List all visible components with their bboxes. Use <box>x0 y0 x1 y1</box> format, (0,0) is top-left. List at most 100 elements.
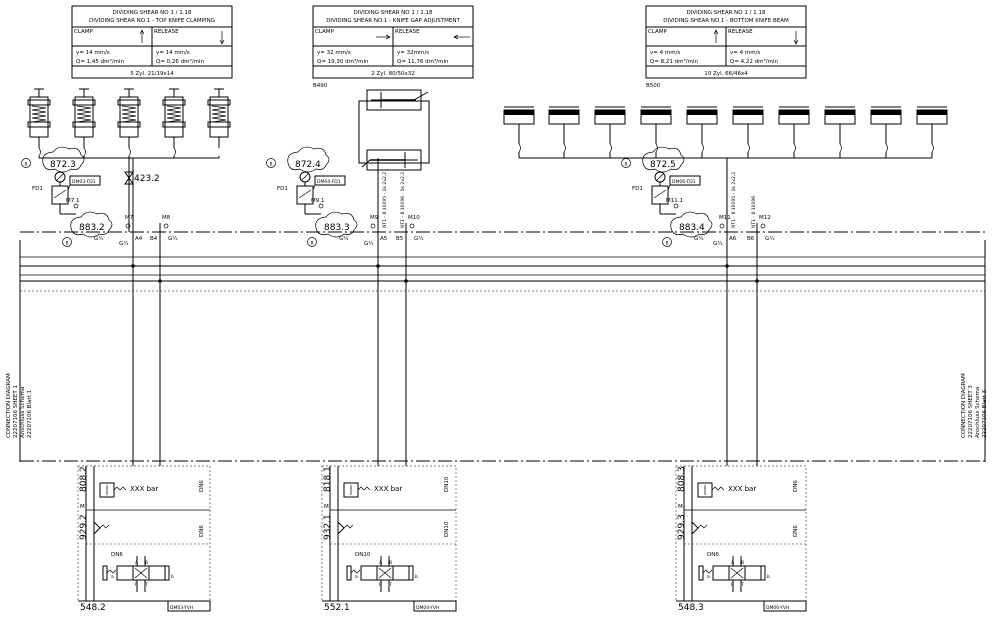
flow-release: Q= 0,26 dm³/min <box>156 58 204 65</box>
side-ref-line: Anschluss Schema <box>975 387 981 438</box>
filter-icon <box>691 521 699 535</box>
valve-arrow <box>730 567 744 579</box>
hose-icon <box>701 143 704 153</box>
box-title-2: DIVIDING SHEAR NO.1 - BOTTOM KNIFE BEAM <box>663 18 789 24</box>
marker-b-circle <box>662 237 672 247</box>
marker-b-label: B <box>65 241 68 247</box>
spring-icon <box>113 486 127 491</box>
valve-arrow <box>134 567 148 579</box>
side-ref-line: 22207106 SHEET 1 <box>13 385 19 438</box>
test-point-label: M12 <box>759 215 771 221</box>
test-point-label: M11.1 <box>666 198 683 204</box>
hose-icon <box>885 143 888 153</box>
junction-dot <box>158 279 162 283</box>
beam-cylinder-icon <box>778 106 810 158</box>
side-ref-line: 22207106 Blatt 3 <box>982 390 988 438</box>
test-point-label: M7.1 <box>66 198 80 204</box>
solenoid-a-label: a <box>707 575 710 580</box>
marker-b-circle <box>621 158 631 168</box>
spring-icon <box>357 486 371 491</box>
relief-valve-number: 818.1 <box>323 466 333 492</box>
manifold-lines <box>19 231 986 462</box>
arrow-left-icon <box>453 34 470 40</box>
port-a-label: A4 <box>135 236 143 242</box>
cylinder-cap <box>162 99 186 106</box>
spring-icon <box>702 569 713 574</box>
knife-gap-cylinders <box>358 89 430 171</box>
spring-cylinder-icon <box>27 88 51 158</box>
velocity-release: v= 4 mm/s <box>730 50 760 56</box>
cylinder-cap <box>72 121 96 128</box>
cylinder-cap <box>72 99 96 106</box>
cylinder-top <box>549 110 579 115</box>
valve-cloud <box>287 146 330 173</box>
marker-b-label: B <box>269 162 272 168</box>
side-ref-right: CONNECTION DIAGRAM 22207106 SHEET 3 Ansc… <box>961 373 988 438</box>
side-ref-line: 22207106 Blatt 1 <box>27 390 33 438</box>
solenoid-icon <box>698 565 704 581</box>
gauge-needle <box>56 173 64 181</box>
solenoid-icon <box>408 565 414 581</box>
setting-label: XXX bar <box>728 485 756 493</box>
port-b-label: B <box>741 560 744 566</box>
spring-cylinder-icon <box>207 88 231 158</box>
velocity-clamp: v= 4 mm/s <box>650 50 680 56</box>
info-box-top-knife: DIVIDING SHEAR NO 1 / 1.18 DIVIDING SHEA… <box>71 5 233 79</box>
beam-cylinder-icon <box>732 106 764 158</box>
arrow-down-icon <box>219 31 225 45</box>
cylinder-top <box>733 110 763 115</box>
spring-icon <box>211 105 227 123</box>
dn-label: DN6 <box>111 552 123 558</box>
solenoid-a-label: a <box>355 575 358 580</box>
side-ref-left: CONNECTION DIAGRAM 22207106 SHEET 1 Ansc… <box>6 373 33 438</box>
valve-cloud <box>642 146 685 173</box>
release-label: RELEASE <box>728 29 753 35</box>
hose-icon <box>747 143 750 153</box>
hose-icon <box>83 147 86 157</box>
hose-icon <box>839 143 842 153</box>
filter-icon <box>93 521 101 535</box>
divider-arrow <box>653 189 667 199</box>
hose-spec: NT1 - 8 10096 <box>751 196 757 228</box>
arrow-right-icon <box>376 34 391 40</box>
dn-label: DN10 <box>444 476 450 492</box>
info-box-knife-gap: DIVIDING SHEAR NO 1 / 1.18 DIVIDING SHEA… <box>312 5 474 79</box>
cylinder-cap <box>27 99 51 106</box>
beam-cylinder-icon <box>503 106 535 158</box>
dn-label: DN10 <box>444 521 450 537</box>
flow-clamp: Q= 8,21 dm³/min <box>650 58 698 65</box>
fd-label: FD1 <box>632 186 643 192</box>
velocity-release: v= 14 mm/s <box>156 50 190 56</box>
spring-icon <box>31 105 47 123</box>
relief-valve-number: 808.2 <box>79 466 89 492</box>
port-thread: G¼ <box>168 236 178 242</box>
junction-dot <box>755 279 759 283</box>
spring-icon <box>697 524 708 529</box>
test-point-icon <box>125 223 131 229</box>
spring-icon <box>343 524 354 529</box>
dn-label: DN6 <box>707 552 719 558</box>
spring-icon <box>99 524 110 529</box>
filter-number: 929.3 <box>677 514 687 540</box>
yvh-tag <box>167 600 211 612</box>
ref-b490: B490 <box>313 83 328 89</box>
cylinder-top <box>687 110 717 115</box>
side-ref-line: Anschluss Schema <box>20 387 26 438</box>
spring-cylinder-icon <box>72 88 96 158</box>
beam-cylinder-icon <box>870 106 902 158</box>
check-valve-icon <box>124 171 134 179</box>
valve-number: 872.3 <box>50 160 76 170</box>
junction-dot <box>131 264 135 268</box>
hose-icon <box>518 143 521 153</box>
gauge-needle <box>301 173 309 181</box>
junction-dot <box>404 279 408 283</box>
test-point-label: M9.1 <box>311 198 325 204</box>
flow-release: Q= 11,76 dm³/min <box>397 58 449 65</box>
leader-line <box>67 184 71 191</box>
spring-cylinder-icon <box>162 88 186 158</box>
fd-label: FD1 <box>32 186 43 192</box>
beam-cylinder-icon <box>916 106 948 158</box>
flow-release: Q= 4,22 dm³/min <box>730 58 778 65</box>
port-thread: G¼ <box>339 236 349 242</box>
